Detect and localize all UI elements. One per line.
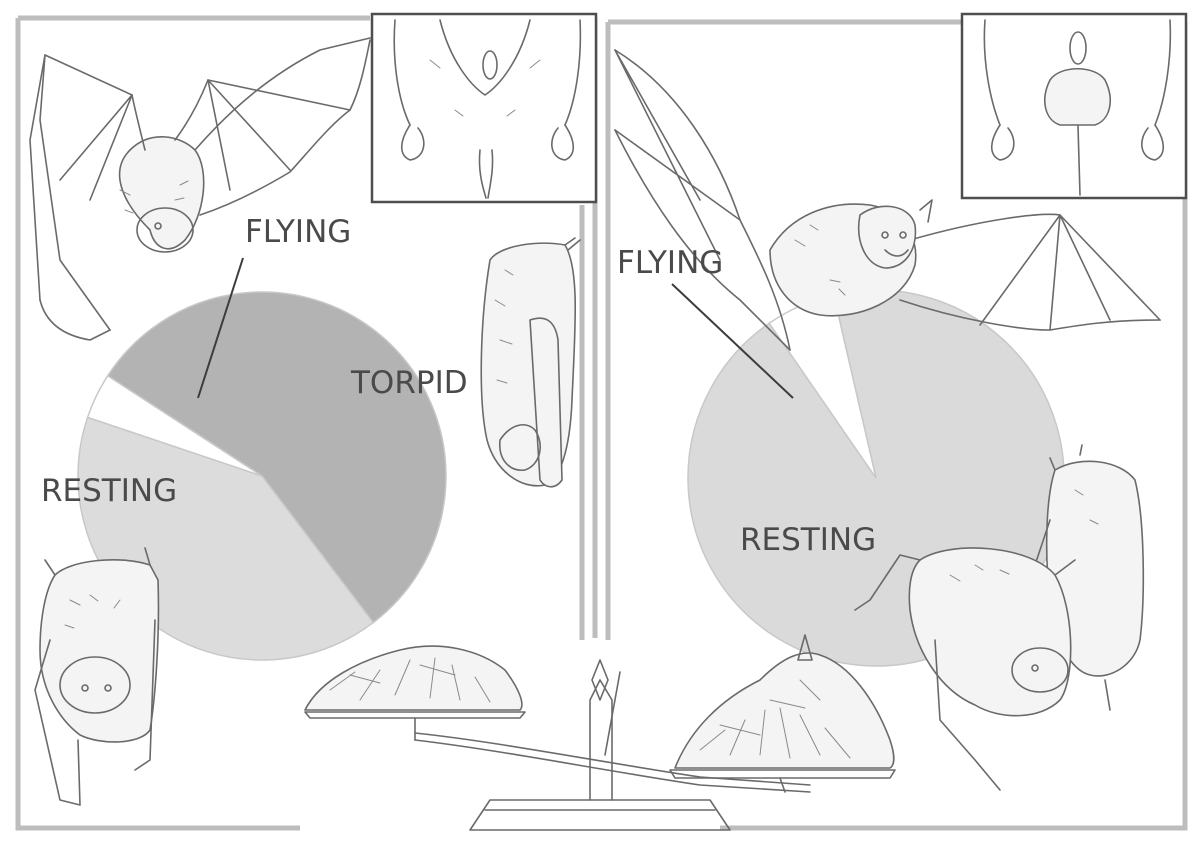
abdomen-inset-right <box>960 12 1188 200</box>
hanging-bat-left <box>480 237 581 488</box>
right-pie-labels: FLYING RESTING <box>617 245 876 558</box>
flying-leader-line-right <box>671 283 794 399</box>
label-flying-left: FLYING <box>245 214 351 250</box>
left-panel-frame <box>15 15 598 831</box>
insect-pile-large <box>674 634 895 769</box>
flying-bat-left <box>29 37 371 341</box>
label-resting-right: RESTING <box>740 522 876 558</box>
flying-leader-line-left <box>197 257 244 399</box>
label-flying-right: FLYING <box>617 245 723 281</box>
insect-pile-small <box>304 645 523 711</box>
abdomen-inset-left <box>370 12 598 204</box>
balance-scale <box>304 659 896 831</box>
pie-slice-torpid <box>106 291 447 624</box>
flying-bat-right <box>614 49 1161 351</box>
pie-slice-flying <box>86 374 263 477</box>
right-panel-frame <box>605 19 1188 831</box>
label-resting-left: RESTING <box>41 473 177 509</box>
resting-bats-right <box>854 444 1145 791</box>
label-torpid-left: TORPID <box>350 365 468 401</box>
resting-bat-left <box>34 547 160 806</box>
left-pie-labels: FLYING TORPID RESTING <box>41 214 468 509</box>
